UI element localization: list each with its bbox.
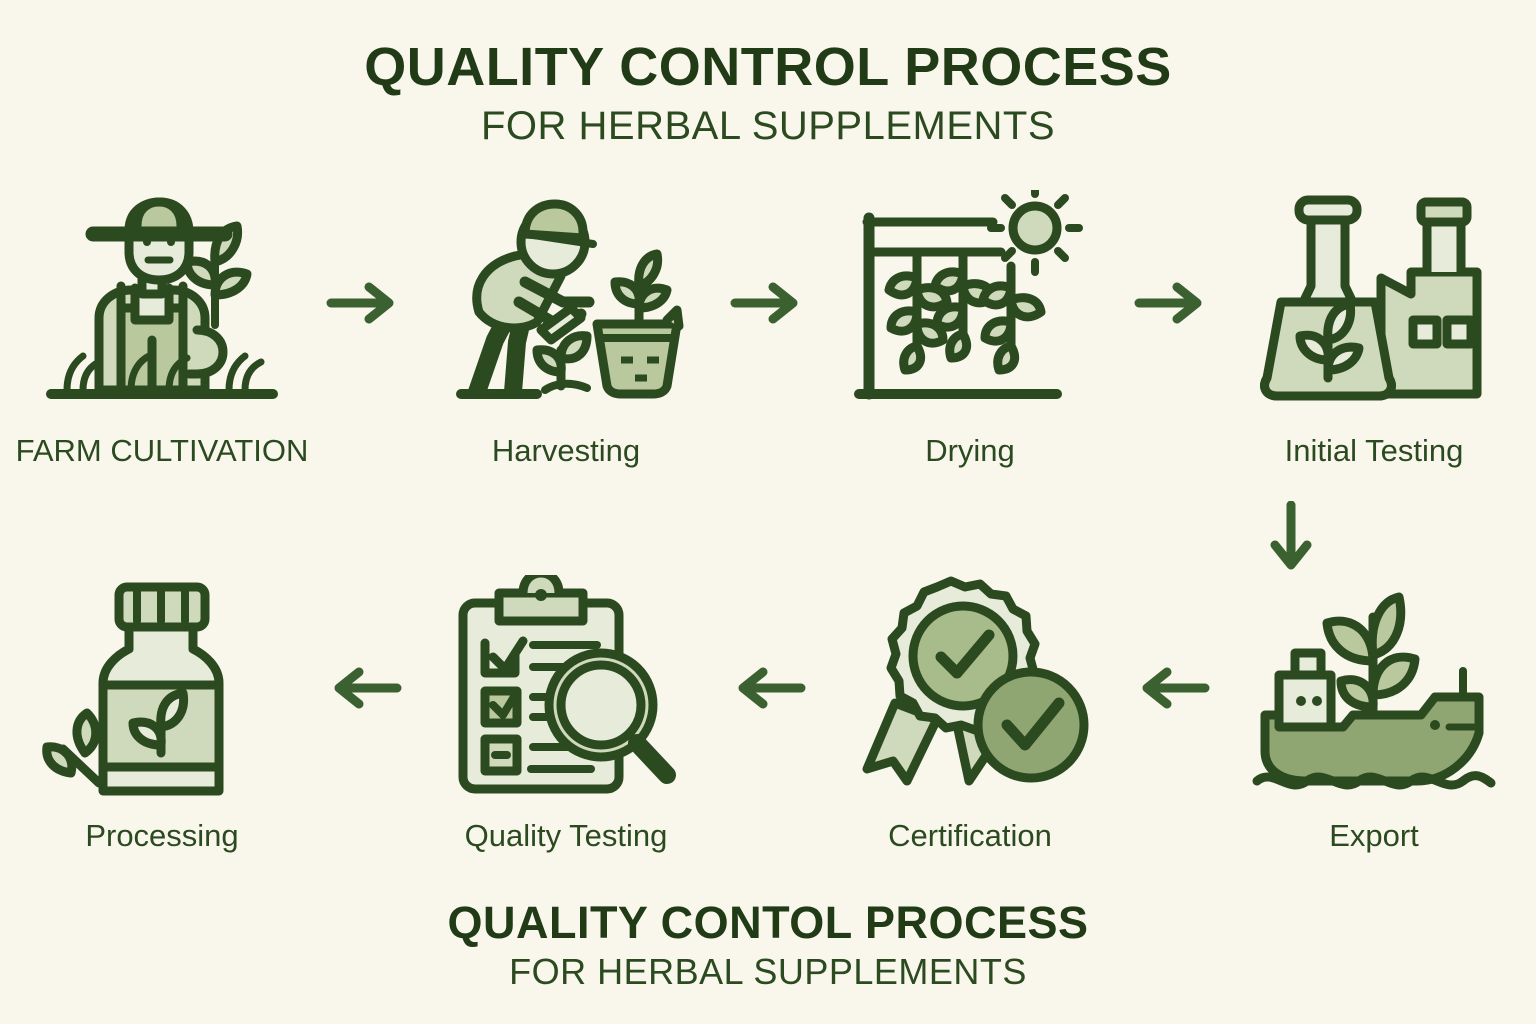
infographic-header: QUALITY CONTROL PROCESS FOR HERBAL SUPPL… [0, 38, 1536, 150]
process-row-top: FARM CULTIVATION [0, 190, 1536, 469]
arrow-right-icon [1120, 190, 1224, 415]
arrow-left-icon [1120, 575, 1224, 800]
step-label: Certification [888, 818, 1052, 853]
page-title: QUALITY CONTROL PROCESS [364, 37, 1172, 97]
clipboard-magnifier-icon [441, 575, 691, 800]
footer-subtitle: FOR HERBAL SUPPLEMENTS [509, 950, 1027, 992]
page-subtitle: FOR HERBAL SUPPLEMENTS [480, 104, 1056, 149]
infographic-footer: QUALITY CONTOL PROCESS FOR HERBAL SUPPLE… [0, 898, 1536, 993]
step-export[interactable]: Export [1224, 575, 1524, 854]
step-processing[interactable]: Processing [12, 575, 312, 854]
step-label: FARM CULTIVATION [15, 433, 309, 468]
cargo-ship-plant-icon [1249, 575, 1499, 800]
supplement-bottle-icon [37, 575, 287, 800]
arrow-left-icon [716, 575, 820, 800]
arrow-down-icon [1246, 500, 1336, 580]
step-label: Export [1329, 818, 1419, 853]
step-label: Harvesting [491, 433, 641, 468]
step-farm-cultivation[interactable]: FARM CULTIVATION [12, 190, 312, 469]
step-label: Drying [925, 433, 1015, 468]
drying-rack-sun-icon [845, 190, 1095, 415]
step-label: Initial Testing [1284, 433, 1464, 468]
step-label: Processing [85, 818, 239, 853]
step-certification[interactable]: Certification [820, 575, 1120, 854]
flask-factory-icon [1249, 190, 1499, 415]
award-badge-check-icon [845, 575, 1095, 800]
arrow-left-icon [312, 575, 416, 800]
arrow-right-icon [716, 190, 820, 415]
farmer-icon [37, 190, 287, 415]
step-initial-testing[interactable]: Initial Testing [1224, 190, 1524, 469]
step-quality-testing[interactable]: Quality Testing [416, 575, 716, 854]
footer-title: QUALITY CONTOL PROCESS [447, 897, 1089, 948]
harvesting-worker-icon [441, 190, 691, 415]
step-label: Quality Testing [464, 818, 668, 853]
step-harvesting[interactable]: Harvesting [416, 190, 716, 469]
step-drying[interactable]: Drying [820, 190, 1120, 469]
process-row-bottom: Processing [0, 575, 1536, 854]
arrow-right-icon [312, 190, 416, 415]
